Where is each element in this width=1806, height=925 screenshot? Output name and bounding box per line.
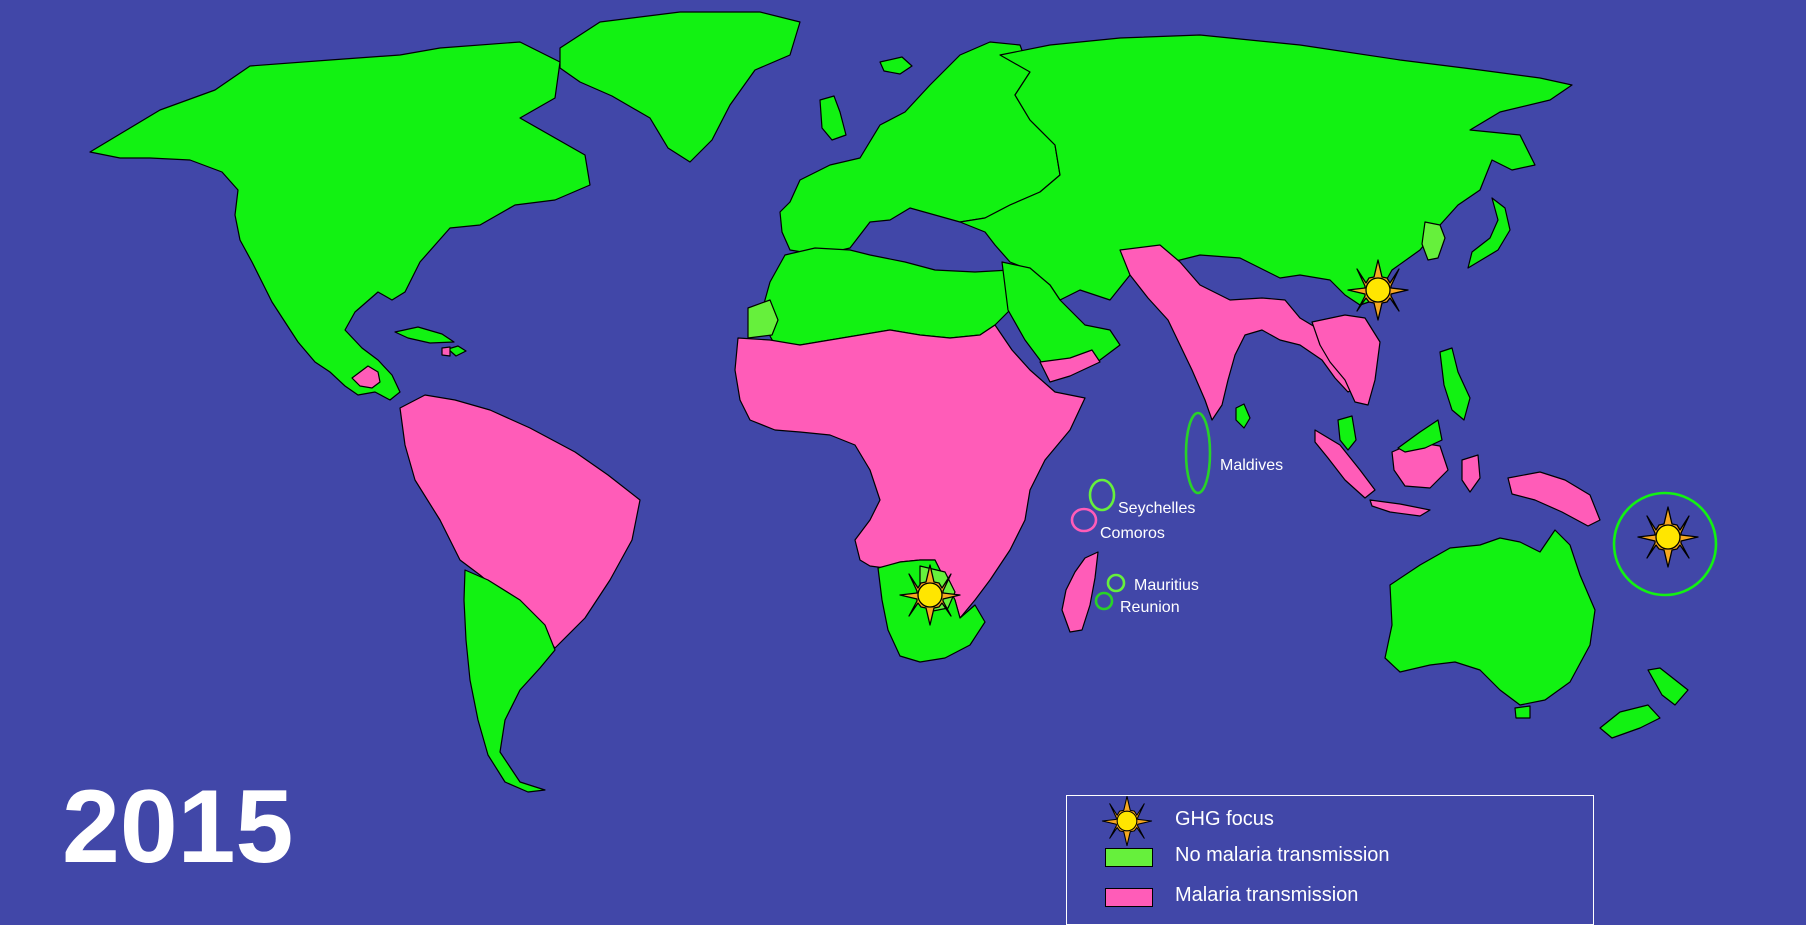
legend-focus-label: GHG focus	[1175, 808, 1274, 830]
madagascar	[1061, 551, 1099, 633]
sub-saharan-africa	[734, 324, 1086, 619]
java	[1369, 499, 1431, 517]
sun-icon	[1101, 796, 1153, 846]
tasmania	[1514, 705, 1531, 719]
southeast-asia	[1311, 314, 1381, 406]
japan	[1467, 197, 1511, 269]
pacific-focus-ring	[1612, 491, 1718, 597]
sun-icon	[1637, 506, 1699, 568]
borneo-north	[1397, 419, 1443, 453]
comoros-label: Comoros	[1100, 525, 1165, 542]
legend-row-malaria: Malaria transmission	[1067, 880, 1593, 916]
south-america-south	[463, 569, 556, 793]
legend-row-no-malaria: No malaria transmission	[1067, 840, 1593, 876]
sun-icon	[899, 564, 961, 626]
mauritius-label: Mauritius	[1134, 577, 1199, 594]
mauritius-ring	[1106, 573, 1126, 593]
seychelles-ring	[1088, 478, 1116, 512]
asia	[959, 34, 1573, 306]
malay-peninsula	[1337, 415, 1357, 451]
new-guinea	[1507, 471, 1601, 527]
seychelles-label: Seychelles	[1118, 500, 1195, 517]
legend-no-malaria-label: No malaria transmission	[1175, 844, 1390, 866]
reunion-ring	[1094, 591, 1114, 611]
new-zealand-north	[1647, 667, 1689, 706]
haiti	[441, 346, 451, 357]
sulawesi	[1461, 454, 1481, 493]
new-zealand-south	[1599, 704, 1661, 739]
legend-row-focus: GHG focus	[1067, 796, 1593, 846]
maldives-label: Maldives	[1220, 457, 1283, 474]
cuba	[394, 326, 455, 344]
legend: GHG focus No malaria transmission Malari…	[1066, 795, 1594, 925]
philippines	[1439, 347, 1471, 421]
malaria-swatch	[1105, 888, 1153, 907]
comoros-ring	[1070, 507, 1098, 533]
western-sahara	[747, 299, 779, 339]
australia	[1384, 529, 1596, 706]
no-malaria-swatch	[1105, 848, 1153, 867]
maldives-ring	[1184, 411, 1212, 495]
hispaniola	[447, 345, 467, 357]
sun-icon	[1347, 259, 1409, 321]
south-asia	[1119, 244, 1371, 421]
greenland	[559, 11, 801, 163]
year-label: 2015	[62, 769, 294, 885]
iceland	[879, 56, 913, 75]
sri-lanka	[1235, 403, 1251, 429]
yemen	[1039, 349, 1101, 383]
great-britain	[819, 95, 847, 141]
central-america	[351, 365, 381, 389]
sumatra	[1314, 429, 1376, 499]
south-america-north	[399, 394, 641, 649]
korea	[1421, 221, 1446, 261]
reunion-label: Reunion	[1120, 599, 1180, 616]
legend-malaria-label: Malaria transmission	[1175, 884, 1359, 906]
north-america	[89, 41, 591, 401]
